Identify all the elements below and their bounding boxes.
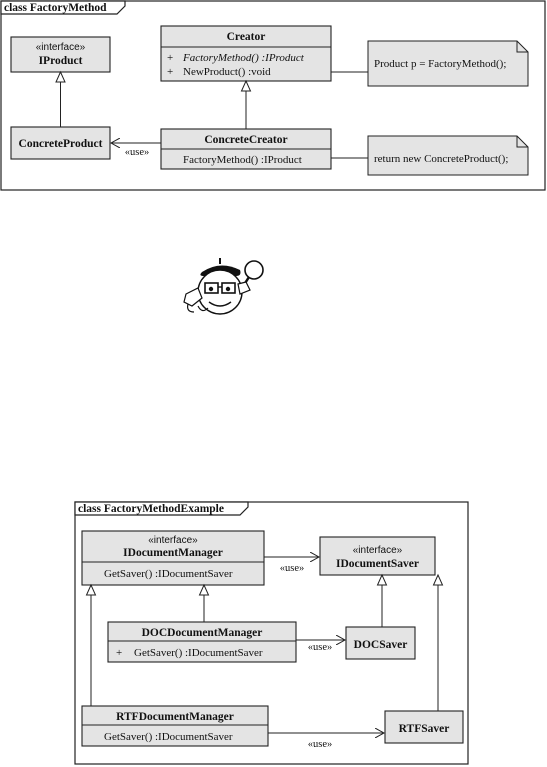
frame-title-tab	[0, 0, 126, 15]
operation-visibility: +	[167, 52, 173, 64]
frame-title: class FactoryMethodExample	[78, 503, 224, 515]
operation-get-saver: GetSaver() :IDocumentSaver	[134, 647, 263, 659]
class-doc-saver[interactable]: DOCSaver	[345, 626, 416, 660]
note-creator: Product p = FactoryMethod();	[367, 40, 529, 87]
class-name: IDocumentSaver	[336, 558, 419, 570]
operation-new-product: NewProduct() :void	[183, 66, 271, 78]
class-rtf-saver[interactable]: RTFSaver	[384, 710, 464, 744]
class-name: Creator	[227, 31, 266, 43]
realization-arrowhead	[432, 573, 444, 586]
diagram-factory-method: class FactoryMethod «interface» IProduct…	[0, 0, 546, 191]
realization-arrowhead	[55, 70, 66, 83]
frame-title-tab	[74, 501, 249, 516]
class-name: DOCDocumentManager	[142, 627, 263, 639]
operation-visibility: +	[167, 66, 173, 78]
class-name: ConcreteCreator	[204, 134, 287, 146]
operation-get-saver: GetSaver() :IDocumentSaver	[104, 731, 233, 743]
operation-get-saver: GetSaver() :IDocumentSaver	[104, 568, 233, 580]
class-name: ConcreteProduct	[19, 138, 103, 150]
use-label: «use»	[308, 739, 333, 750]
frame-title: class FactoryMethod	[4, 2, 107, 14]
detective-mascot-icon	[183, 258, 264, 315]
realization-arrowhead	[85, 583, 97, 596]
operation-factory-method: FactoryMethod() :IProduct	[183, 154, 302, 166]
generalization-arrowhead	[240, 79, 252, 92]
stereotype-label: «interface»	[148, 535, 198, 546]
operation-visibility: +	[116, 647, 122, 659]
realization-arrowhead	[376, 573, 388, 586]
class-concrete-creator[interactable]: ConcreteCreator FactoryMethod() :IProduc…	[160, 128, 332, 170]
class-doc-document-manager[interactable]: DOCDocumentManager + GetSaver() :IDocume…	[107, 621, 297, 663]
class-iproduct[interactable]: «interface» IProduct	[10, 36, 111, 73]
class-rtf-document-manager[interactable]: RTFDocumentManager GetSaver() :IDocument…	[81, 705, 269, 747]
stereotype-label: «interface»	[353, 545, 403, 556]
use-label: «use»	[125, 147, 150, 158]
class-concrete-product[interactable]: ConcreteProduct	[10, 126, 111, 160]
class-name: RTFSaver	[399, 723, 450, 735]
stereotype-label: «interface»	[36, 42, 86, 53]
class-creator[interactable]: Creator + FactoryMethod() :IProduct + Ne…	[160, 25, 332, 82]
class-name: DOCSaver	[354, 639, 408, 651]
use-label: «use»	[308, 642, 333, 653]
operation-factory-method: FactoryMethod() :IProduct	[182, 52, 305, 64]
class-idocument-manager[interactable]: «interface» IDocumentManager GetSaver() …	[81, 530, 265, 586]
note-text: Product p = FactoryMethod();	[374, 58, 506, 70]
realization-arrowhead	[198, 583, 210, 596]
class-name: RTFDocumentManager	[116, 711, 234, 723]
class-name: IDocumentManager	[123, 547, 223, 559]
diagram-factory-method-example: class FactoryMethodExample «interface» I…	[74, 501, 469, 765]
use-label: «use»	[280, 563, 305, 574]
note-concrete-creator: return new ConcreteProduct();	[367, 135, 529, 176]
class-name: IProduct	[39, 55, 83, 67]
note-text: return new ConcreteProduct();	[374, 153, 508, 165]
class-idocument-saver[interactable]: «interface» IDocumentSaver	[319, 536, 436, 576]
